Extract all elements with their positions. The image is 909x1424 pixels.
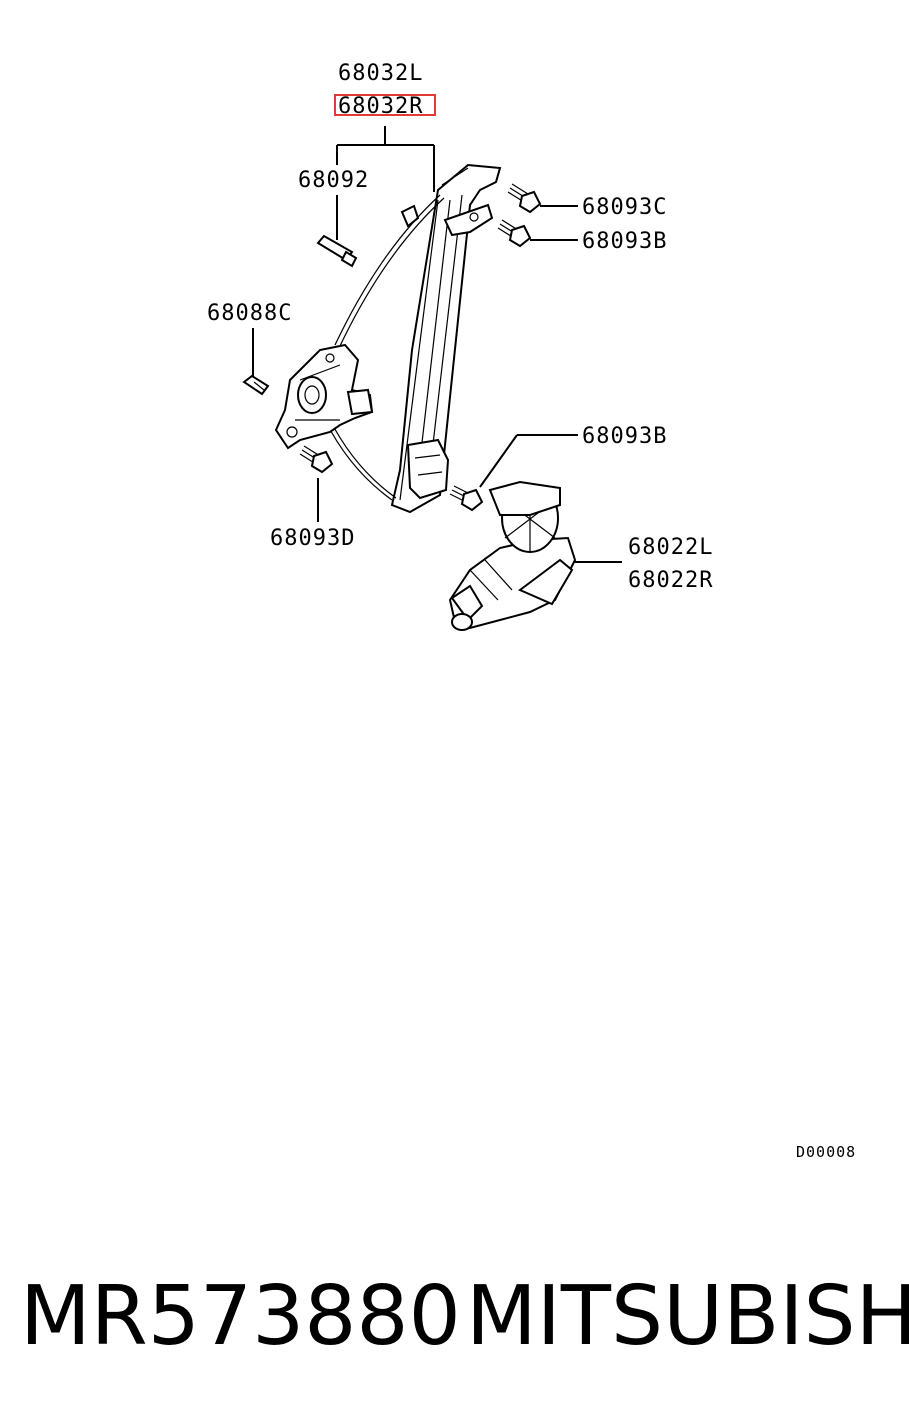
label-68093b-top: 68093B: [582, 229, 667, 254]
bolt-68093d-drawing: [299, 445, 334, 474]
brand-name: MITSUBISHI: [466, 1269, 909, 1364]
window-regulator-drawing: [324, 163, 502, 514]
part-number: MR573880: [20, 1269, 461, 1364]
diagram-code: D00008: [796, 1143, 856, 1161]
label-68022l: 68022L: [628, 535, 713, 560]
screw-68088c-drawing: [242, 374, 270, 396]
bolt-68093c-drawing: [507, 183, 542, 214]
label-68088c: 68088C: [207, 301, 292, 326]
label-68093b-mid: 68093B: [582, 424, 667, 449]
drum-housing-drawing: [274, 343, 374, 450]
leader-68093b-mid: [479, 434, 578, 488]
label-68032r: 68032R: [338, 94, 423, 119]
label-68022r: 68022R: [628, 568, 713, 593]
bolt-68093b-top-drawing: [497, 219, 532, 248]
leader-68032: [336, 126, 435, 192]
rivet-drawing: [316, 234, 358, 268]
label-68092: 68092: [298, 168, 369, 193]
label-68093c: 68093C: [582, 195, 667, 220]
label-68093d: 68093D: [270, 526, 355, 551]
highlight-box: [334, 94, 436, 116]
label-68032l: 68032L: [338, 61, 423, 86]
motor-drawing: [448, 480, 577, 631]
bolt-68093b-mid-drawing: [449, 485, 484, 512]
